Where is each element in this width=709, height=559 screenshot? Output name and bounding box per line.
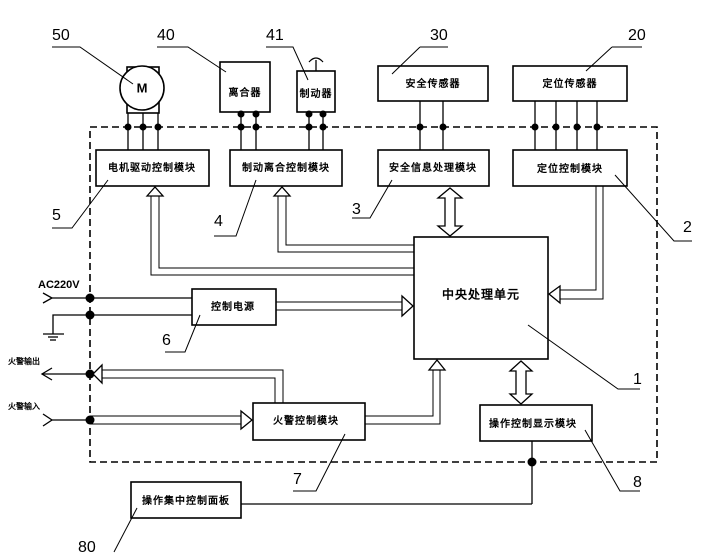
- fire-input-label: 火警输入: [8, 401, 40, 411]
- ref-50: 50: [52, 27, 70, 44]
- clutch-box: [219, 61, 271, 113]
- terminal-icon: [42, 413, 54, 427]
- control-power-label: 控制电源: [211, 300, 255, 313]
- ref-6: 6: [162, 332, 171, 349]
- control-power-box: [191, 288, 277, 326]
- ground-icon: [43, 330, 64, 341]
- bus-fire-input-to-module: [90, 409, 254, 431]
- clutch-label: 离合器: [229, 86, 262, 99]
- bidirectional-arrow-cpu-display: [508, 360, 534, 405]
- safety-processing-module-label: 安全信息处理模块: [389, 161, 477, 174]
- terminal-icon: [42, 292, 54, 304]
- bus-fire-module-to-cpu: [365, 358, 447, 425]
- ref-3: 3: [352, 201, 361, 218]
- positioning-sensor-box: [512, 65, 628, 102]
- positioning-sensor-label: 定位传感器: [543, 77, 598, 90]
- bus-positioning-to-cpu: [547, 186, 604, 305]
- junction-dot: [139, 123, 147, 131]
- ref-40: 40: [157, 27, 175, 44]
- bus-cpu-to-brake-clutch: [272, 186, 414, 253]
- ac-input-label: AC220V: [38, 279, 80, 291]
- bidirectional-arrow-safety-cpu: [436, 187, 464, 237]
- bus-fire-module-to-output: [92, 363, 284, 403]
- positioning-module-label: 定位控制模块: [537, 162, 603, 175]
- brake-symbol-icon: [308, 57, 324, 71]
- control-panel-label: 操作集中控制面板: [142, 494, 230, 507]
- brake-clutch-module-label: 制动离合控制模块: [242, 161, 330, 174]
- fire-output-label: 火警输出: [8, 356, 40, 366]
- brake-box: [296, 70, 336, 113]
- junction-dot: [154, 123, 162, 131]
- operation-display-module-label: 操作控制显示模块: [489, 417, 577, 430]
- motor-drive-module-label: 电机驱动控制模块: [108, 161, 196, 174]
- safety-sensor-box: [377, 65, 489, 102]
- safety-sensor-label: 安全传感器: [406, 77, 461, 90]
- safety-processing-module-box: [377, 149, 490, 187]
- cpu-label: 中央处理单元: [442, 287, 520, 302]
- ref-4: 4: [214, 213, 223, 230]
- bus-cpu-to-motor-drive: [145, 186, 414, 276]
- fire-alarm-module-box: [252, 402, 366, 441]
- ref-20: 20: [628, 27, 646, 44]
- ref-5: 5: [52, 207, 61, 224]
- positioning-module-box: [512, 149, 628, 187]
- fire-alarm-module-text: 火警控制模块: [273, 414, 339, 427]
- brake-clutch-module-box: [229, 149, 343, 187]
- operation-display-module-box: [479, 404, 593, 442]
- motor-drive-module-box: [95, 149, 210, 187]
- brake-label: 制动器: [300, 87, 333, 100]
- control-panel-box: [130, 481, 242, 519]
- cpu-box: [413, 236, 549, 360]
- ref-41: 41: [266, 27, 284, 44]
- junction-dot: [124, 123, 132, 131]
- ref-8: 8: [633, 474, 642, 491]
- ref-80: 80: [78, 539, 96, 556]
- ref-30: 30: [430, 27, 448, 44]
- ref-7: 7: [293, 471, 302, 488]
- ref-2: 2: [683, 219, 692, 236]
- bus-power-to-cpu: [276, 294, 414, 318]
- ref-1: 1: [633, 371, 642, 388]
- motor-symbol: M: [137, 80, 148, 95]
- motor: M: [119, 65, 165, 114]
